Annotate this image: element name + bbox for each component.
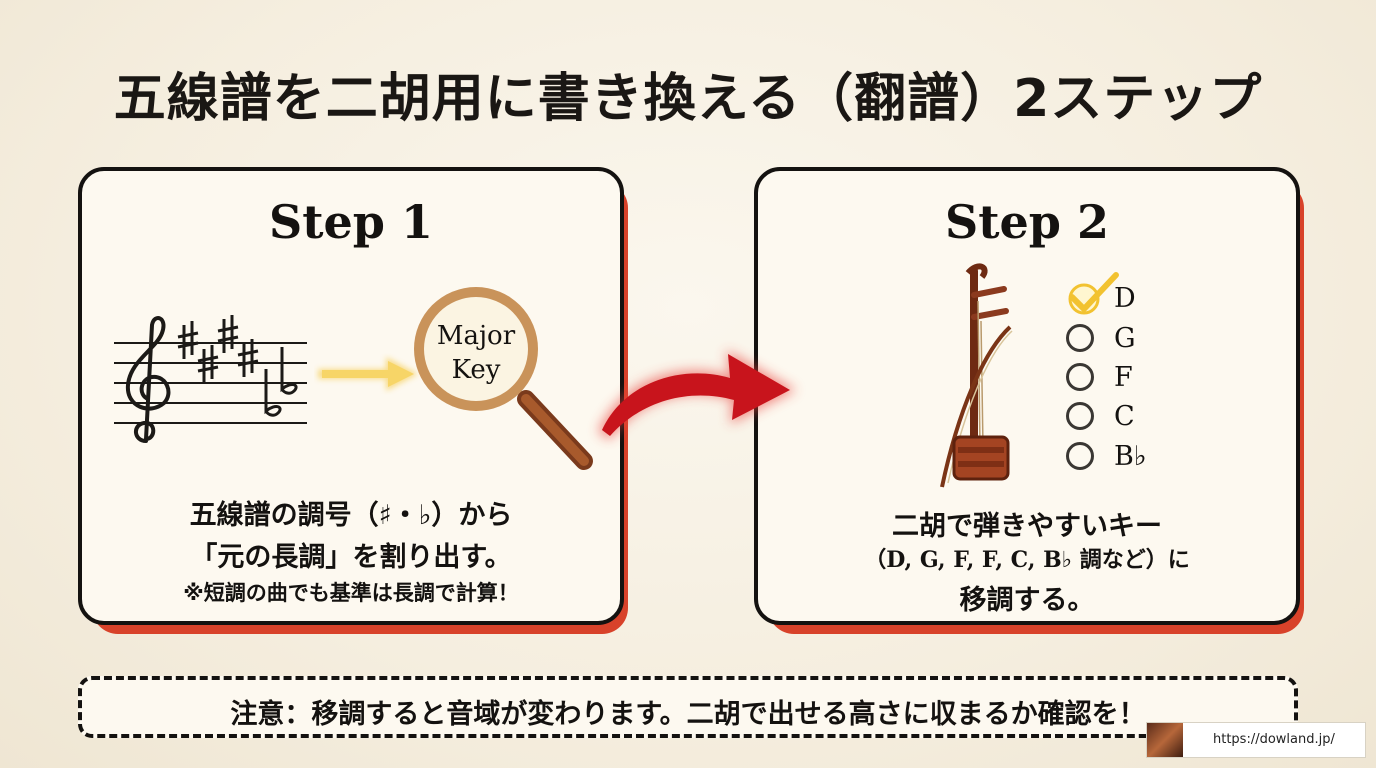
step2-description-line3: 移調する。 xyxy=(959,585,1095,616)
erhu-icon xyxy=(940,263,1013,488)
key-option-label: C xyxy=(1114,400,1135,432)
step1-description-line2: 「元の長調」を割り出す。 xyxy=(190,542,512,573)
caution-note-text: 注意：移調すると音域が変わります。二胡で出せる高さに収まるか確認を！ xyxy=(230,699,1146,730)
step1-card: Step 1 xyxy=(78,167,624,625)
sharp-icon xyxy=(177,315,259,383)
magnifier-text-major: Major xyxy=(436,321,516,351)
site-thumbnail xyxy=(1147,723,1183,757)
step1-footnote: ※短調の曲でも基準は長調で計算！ xyxy=(183,581,519,605)
key-option-label: F xyxy=(1114,361,1133,393)
staff-key-signature-icon xyxy=(114,315,307,443)
key-option-g[interactable]: G xyxy=(1066,320,1136,356)
key-option-d[interactable]: D xyxy=(1066,280,1136,316)
yellow-arrow-icon xyxy=(318,357,418,391)
radio-icon[interactable] xyxy=(1066,324,1094,352)
step2-description-line1: 二胡で弾きやすいキー xyxy=(892,511,1162,542)
key-option-label: G xyxy=(1114,322,1136,354)
radio-icon[interactable] xyxy=(1066,402,1094,430)
key-option-b-flat[interactable]: B♭ xyxy=(1066,438,1147,474)
key-option-label: D xyxy=(1114,282,1136,314)
flat-icon xyxy=(264,347,298,417)
radio-icon[interactable] xyxy=(1066,442,1094,470)
radio-icon[interactable] xyxy=(1066,363,1094,391)
key-option-label: B♭ xyxy=(1114,440,1147,472)
step2-description-line2: （D, G, F, F, C, B♭ 調など）に xyxy=(864,547,1190,573)
checkmark-icon xyxy=(1068,272,1119,315)
source-url[interactable]: https://dowland.jp/ xyxy=(1213,732,1335,747)
key-option-c[interactable]: C xyxy=(1066,398,1135,434)
key-option-f[interactable]: F xyxy=(1066,359,1133,395)
step2-heading: Step 2 xyxy=(945,195,1109,249)
step1-description-line1: 五線譜の調号（♯・♭）から xyxy=(189,500,513,531)
caution-note: 注意：移調すると音域が変わります。二胡で出せる高さに収まるか確認を！ xyxy=(78,676,1298,738)
treble-clef-icon xyxy=(125,316,171,443)
step1-heading: Step 1 xyxy=(269,195,433,249)
curved-arrow-icon xyxy=(598,350,796,440)
magnifier-icon xyxy=(414,287,593,470)
source-url-badge[interactable]: https://dowland.jp/ xyxy=(1146,722,1366,758)
magnifier-text-key: Key xyxy=(451,355,501,385)
page-title: 五線譜を二胡用に書き換える（翻譜）2ステップ xyxy=(113,69,1263,129)
